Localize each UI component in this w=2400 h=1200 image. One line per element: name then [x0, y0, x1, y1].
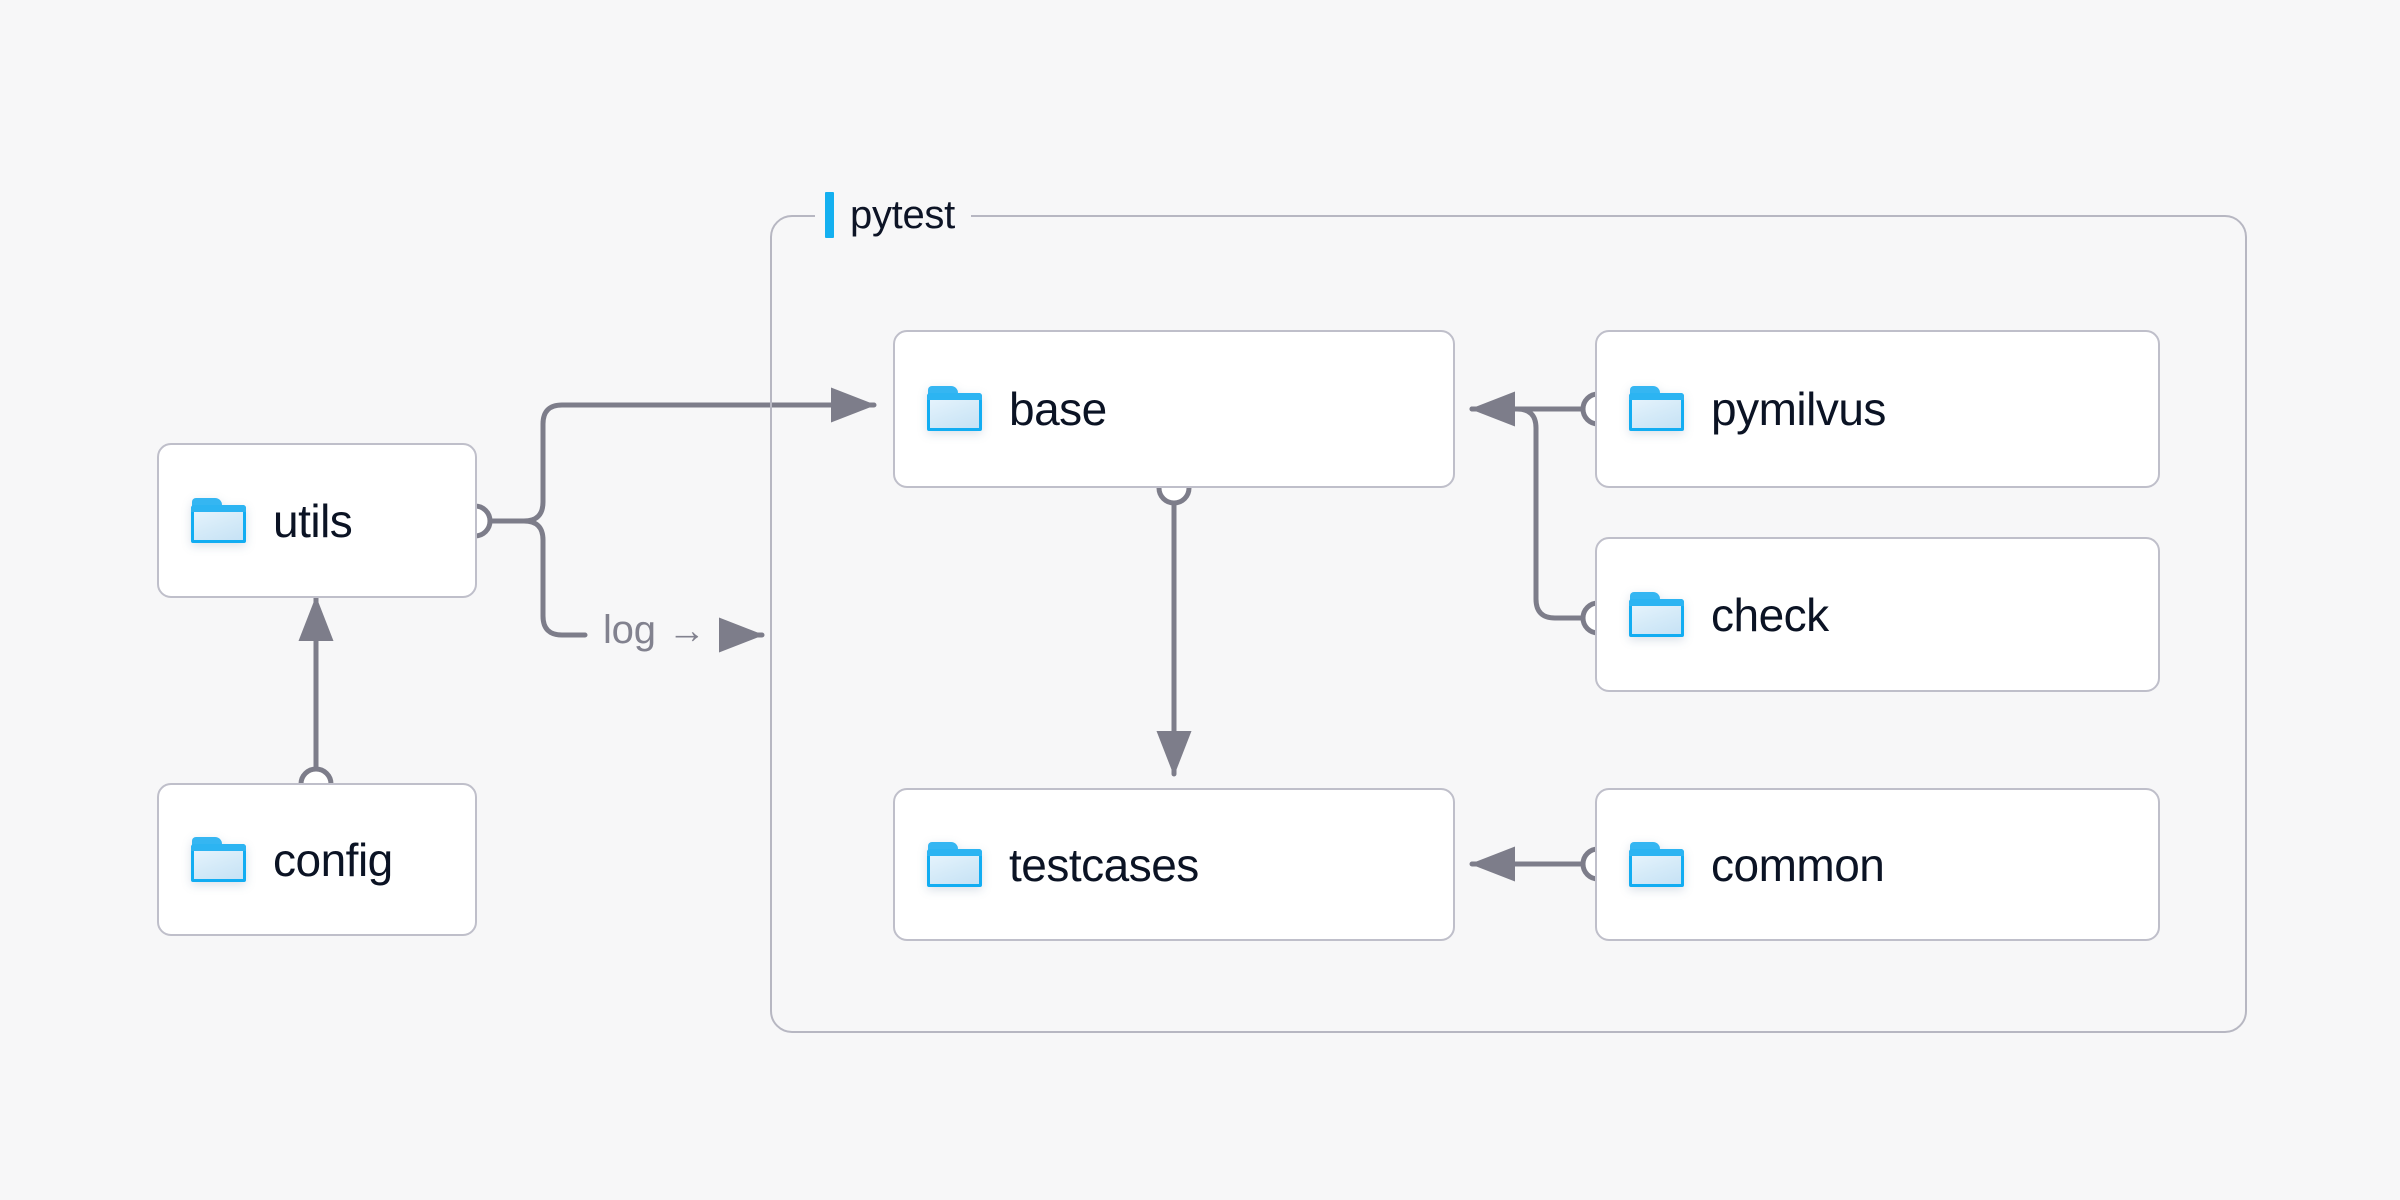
folder-icon [191, 836, 247, 883]
node-base[interactable]: base [893, 330, 1455, 488]
folder-icon [1629, 386, 1685, 432]
folder-icon [1629, 591, 1685, 638]
folder-icon [927, 841, 983, 888]
group-pytest-label-text: pytest [850, 192, 955, 237]
edge-label-log: log → [603, 608, 706, 653]
node-utils-label: utils [273, 494, 353, 547]
node-check-label: check [1711, 588, 1829, 641]
node-testcases[interactable]: testcases [893, 788, 1455, 941]
node-utils[interactable]: utils [157, 443, 477, 598]
folder-icon [927, 386, 983, 432]
edge-label-log-text: log [603, 608, 656, 652]
group-accent-bar-icon [825, 192, 834, 238]
node-common-label: common [1711, 838, 1885, 891]
group-pytest[interactable] [770, 215, 2247, 1033]
folder-icon [191, 497, 247, 544]
node-config-label: config [273, 833, 393, 886]
node-base-label: base [1009, 383, 1107, 435]
arrow-right-icon: → [667, 609, 706, 652]
node-testcases-label: testcases [1009, 838, 1199, 891]
edge-utils-to-pytest [521, 518, 588, 638]
node-common[interactable]: common [1595, 788, 2160, 941]
node-pymilvus-label: pymilvus [1711, 383, 1886, 435]
group-pytest-label: pytest [815, 187, 971, 243]
node-pymilvus[interactable]: pymilvus [1595, 330, 2160, 488]
folder-icon [1629, 841, 1685, 888]
node-config[interactable]: config [157, 783, 477, 936]
node-check[interactable]: check [1595, 537, 2160, 692]
